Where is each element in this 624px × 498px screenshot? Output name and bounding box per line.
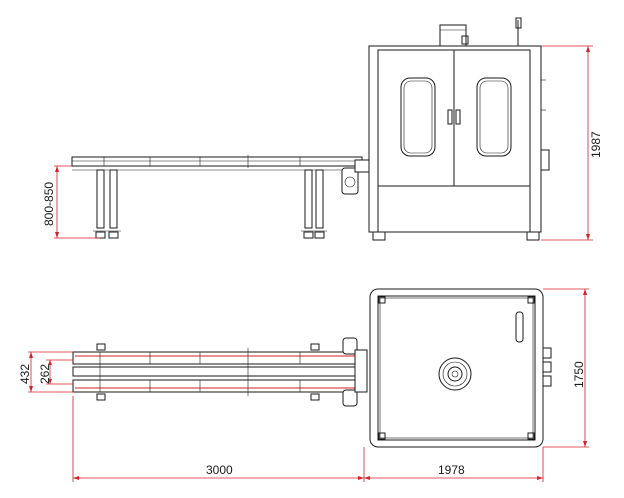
dim-label-262: 262 bbox=[38, 364, 52, 384]
machine-cabinet-front bbox=[368, 17, 550, 241]
machine-cabinet-plan bbox=[369, 288, 552, 448]
front-elevation: 800-850 1987 bbox=[42, 17, 603, 241]
dim-label-432: 432 bbox=[18, 364, 32, 384]
dim-label-1978: 1978 bbox=[438, 463, 465, 477]
dim-table-height: 800-850 bbox=[42, 165, 100, 239]
dim-machine-depth: 1750 bbox=[543, 288, 589, 448]
dim-label-1987: 1987 bbox=[589, 131, 603, 158]
dim-label-3000: 3000 bbox=[206, 463, 233, 477]
conveyor-table-side bbox=[71, 155, 370, 239]
dim-conveyor-outer: 432 bbox=[18, 351, 73, 393]
conveyor-plan bbox=[72, 337, 368, 407]
rotary-head-icon bbox=[438, 357, 472, 391]
plan-view: 432 262 1750 bbox=[18, 288, 589, 482]
dim-conveyor-inner: 262 bbox=[38, 359, 73, 385]
dim-label-1750: 1750 bbox=[572, 361, 586, 388]
dim-label-800-850: 800-850 bbox=[42, 182, 56, 226]
dim-horizontal-lengths: 3000 1978 bbox=[72, 396, 544, 482]
dim-machine-height: 1987 bbox=[541, 45, 603, 241]
